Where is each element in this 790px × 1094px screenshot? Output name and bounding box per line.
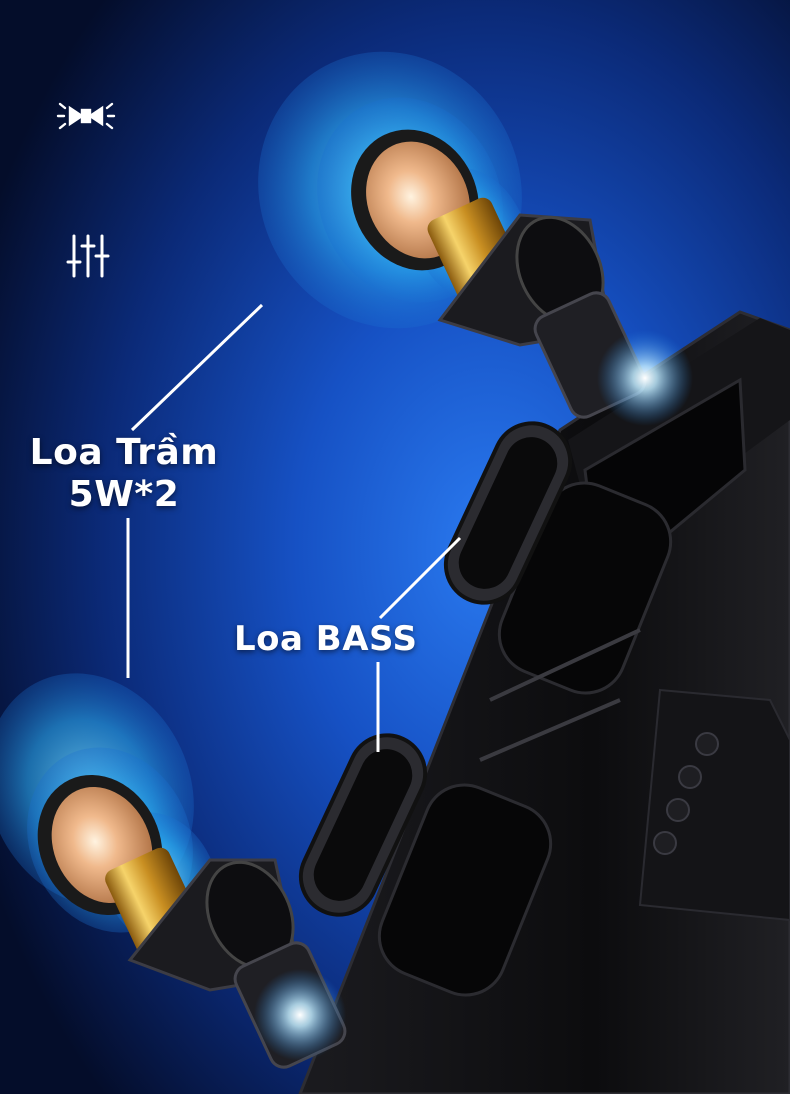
bass-radiator-upper — [443, 421, 573, 605]
speaker-housing — [298, 310, 790, 1094]
housing-button — [666, 798, 690, 822]
treble-speaker-label: Loa Trầm 5W*2 — [22, 432, 226, 516]
stereo-speaker-icon — [56, 102, 116, 130]
callout-line-treble-upper — [130, 303, 264, 432]
housing-button — [678, 765, 702, 789]
light-flare — [254, 969, 346, 1061]
speaker-driver-lower — [0, 673, 347, 1069]
bass-speaker-label: Loa BASS — [234, 619, 418, 659]
treble-speaker-label-line2: 5W*2 — [68, 474, 180, 515]
bass-radiator-lower — [298, 733, 428, 917]
equalizer-sliders-icon — [66, 234, 110, 278]
speaker-driver-upper — [258, 51, 693, 426]
treble-speaker-label-line1: Loa Trầm — [29, 432, 219, 473]
housing-button — [653, 831, 677, 855]
callout-line-bass-upper — [378, 536, 462, 620]
housing-button — [695, 732, 719, 756]
callout-lines — [126, 303, 462, 752]
light-flare — [597, 330, 693, 426]
